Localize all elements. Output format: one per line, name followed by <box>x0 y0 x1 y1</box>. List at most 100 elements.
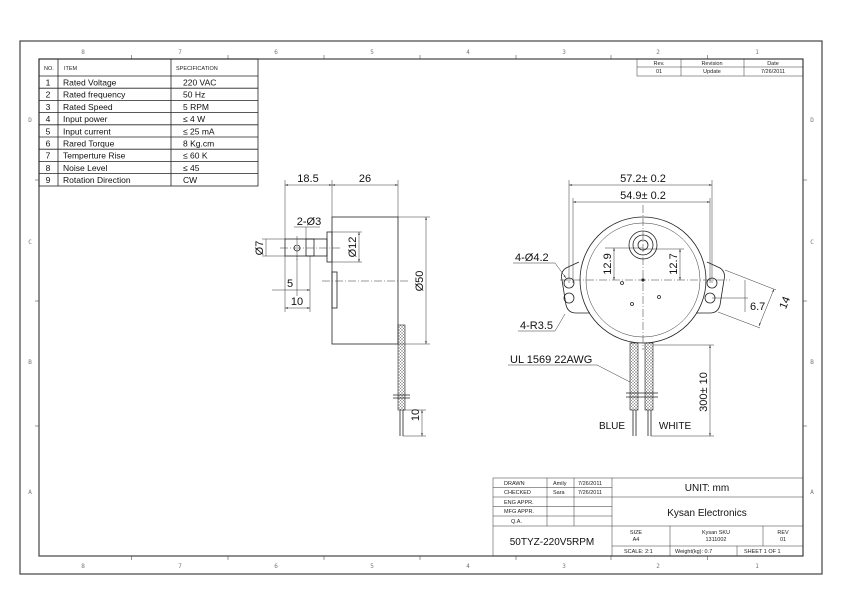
zone-column-label: 1 <box>755 563 759 570</box>
dim-54-9: 54.9± 0.2 <box>620 190 666 202</box>
mfg-appr-label: MFG APPR. <box>504 509 534 515</box>
revision-header: Revision <box>701 61 722 67</box>
sheet-label: SHEET 1 OF 1 <box>744 549 781 555</box>
sku-value: 1311002 <box>705 537 726 543</box>
zone-row-label: D <box>810 117 814 124</box>
zone-column-label: 5 <box>370 49 374 56</box>
size-label: SIZE <box>630 530 643 536</box>
zone-row-label: A <box>810 489 814 496</box>
dim-10: 10 <box>291 296 303 308</box>
zone-column-label: 8 <box>81 49 85 56</box>
cable-sleeve <box>397 324 406 411</box>
zone-row-label: B <box>810 359 814 366</box>
drawn-date: 7/26/2011 <box>578 481 602 487</box>
zone-column-label: 6 <box>274 563 278 570</box>
specification-table: NO. ITEM SPECIFICATION 1 Rated Voltage 220 VA… <box>38 58 259 187</box>
spec-row-value: CW <box>183 175 197 185</box>
zone-column-label: 7 <box>178 563 182 570</box>
weight-label: Weight(kg): 0.7 <box>675 549 712 555</box>
zone-column-label: 4 <box>466 49 470 56</box>
checked-label: CHECKED <box>504 490 531 496</box>
rev-header: Rev. <box>654 61 665 67</box>
white-wire-label: WHITE <box>659 421 692 432</box>
dim-2-d3: 2-Ø3 <box>297 216 321 228</box>
dim-12-9: 12.9 <box>602 253 614 274</box>
dim-57-2: 57.2± 0.2 <box>620 173 666 185</box>
rev-label: REV <box>777 530 789 536</box>
blue-wire-label: BLUE <box>599 421 625 432</box>
spec-table-header: NO. <box>44 66 54 72</box>
zone-column-label: 5 <box>370 563 374 570</box>
qa-label: Q.A. <box>511 519 522 525</box>
spec-row-item: Noise Level <box>63 163 108 173</box>
spec-row-value: 5 RPM <box>183 102 209 112</box>
holes-label: 4-Ø4.2 <box>515 252 549 264</box>
zone-row-label: A <box>28 489 32 496</box>
scale-label: SCALE: 2:1 <box>624 549 653 555</box>
zone-column-label: 8 <box>81 563 85 570</box>
zone-row-label: D <box>28 117 32 124</box>
front-view: 57.2± 0.2 54.9± 0.2 12.9 12.7 6.7 14 4-Ø… <box>508 173 793 437</box>
dim-18-5: 18.5 <box>297 173 318 185</box>
rev-value: 01 <box>780 537 786 543</box>
zone-row-label: C <box>28 239 32 246</box>
spec-row-number: 1 <box>46 78 51 88</box>
spec-row-number: 3 <box>46 102 51 112</box>
spec-row-number: 5 <box>46 126 51 136</box>
dim-6-7: 6.7 <box>750 301 765 313</box>
spec-row-item: Rared Torque <box>63 139 115 149</box>
dim-lead-10: 10 <box>410 409 422 421</box>
date-header: Date <box>767 61 779 67</box>
blue-lead-sleeve <box>629 342 639 411</box>
wire-spec-label: UL 1569 22AWG <box>510 354 592 366</box>
spec-row-value: ≤ 25 mA <box>183 126 215 136</box>
spec-row-value: 220 VAC <box>183 78 216 88</box>
company-name: Kysan Electronics <box>667 508 746 519</box>
dim-26: 26 <box>359 173 371 185</box>
zone-row-label: B <box>28 359 32 366</box>
zone-column-label: 3 <box>562 563 566 570</box>
outer-frame <box>19 40 823 575</box>
spec-row-value: ≤ 60 K <box>183 151 208 161</box>
spec-row-number: 9 <box>46 175 51 185</box>
rev-value: 01 <box>656 69 662 75</box>
zone-row-label: C <box>810 239 814 246</box>
spec-row-number: 6 <box>46 139 51 149</box>
spec-row-value: 8 Kg.cm <box>183 139 214 149</box>
spec-row-value: 50 Hz <box>183 90 205 100</box>
flange <box>326 231 333 263</box>
spec-row-number: 7 <box>46 151 51 161</box>
title-block: DRAWN Amily 7/26/2011 CHECKED Sara 7/26/… <box>492 477 804 557</box>
spec-table-header: ITEM <box>64 66 78 72</box>
radius-label: 4-R3.5 <box>520 320 553 332</box>
checked-by: Sara <box>553 490 566 496</box>
spec-row-number: 2 <box>46 90 51 100</box>
spec-row-item: Input power <box>63 114 108 124</box>
drawn-label: DRAWN <box>504 481 525 487</box>
zone-column-label: 7 <box>178 49 182 56</box>
eng-appr-label: ENG APPR. <box>504 500 534 506</box>
zone-column-label: 6 <box>274 49 278 56</box>
dim-14: 14 <box>777 295 793 311</box>
spec-row-item: Rated Speed <box>63 102 113 112</box>
spec-row-number: 8 <box>46 163 51 173</box>
inner-frame <box>38 58 804 557</box>
spec-row-value: ≤ 45 <box>183 163 200 173</box>
zone-column-label: 3 <box>562 49 566 56</box>
spec-row-value: ≤ 4 W <box>183 114 205 124</box>
spec-row-item: Rated Voltage <box>63 78 117 88</box>
spec-row-item: Input current <box>63 126 111 136</box>
zone-column-label: 4 <box>466 563 470 570</box>
date-value: 7/26/2011 <box>761 69 785 75</box>
unit-label: UNIT: mm <box>685 483 729 494</box>
motor-body <box>331 216 399 345</box>
spec-row-item: Rated frequency <box>63 90 126 100</box>
spec-row-item: Rotation Direction <box>63 175 131 185</box>
sku-label: Kysan SKU <box>702 530 730 536</box>
dim-d12: Ø12 <box>347 237 359 258</box>
dim-d7: Ø7 <box>254 241 266 256</box>
size-value: A4 <box>633 537 640 543</box>
spec-table-header: SPECIFICATION <box>176 66 218 72</box>
